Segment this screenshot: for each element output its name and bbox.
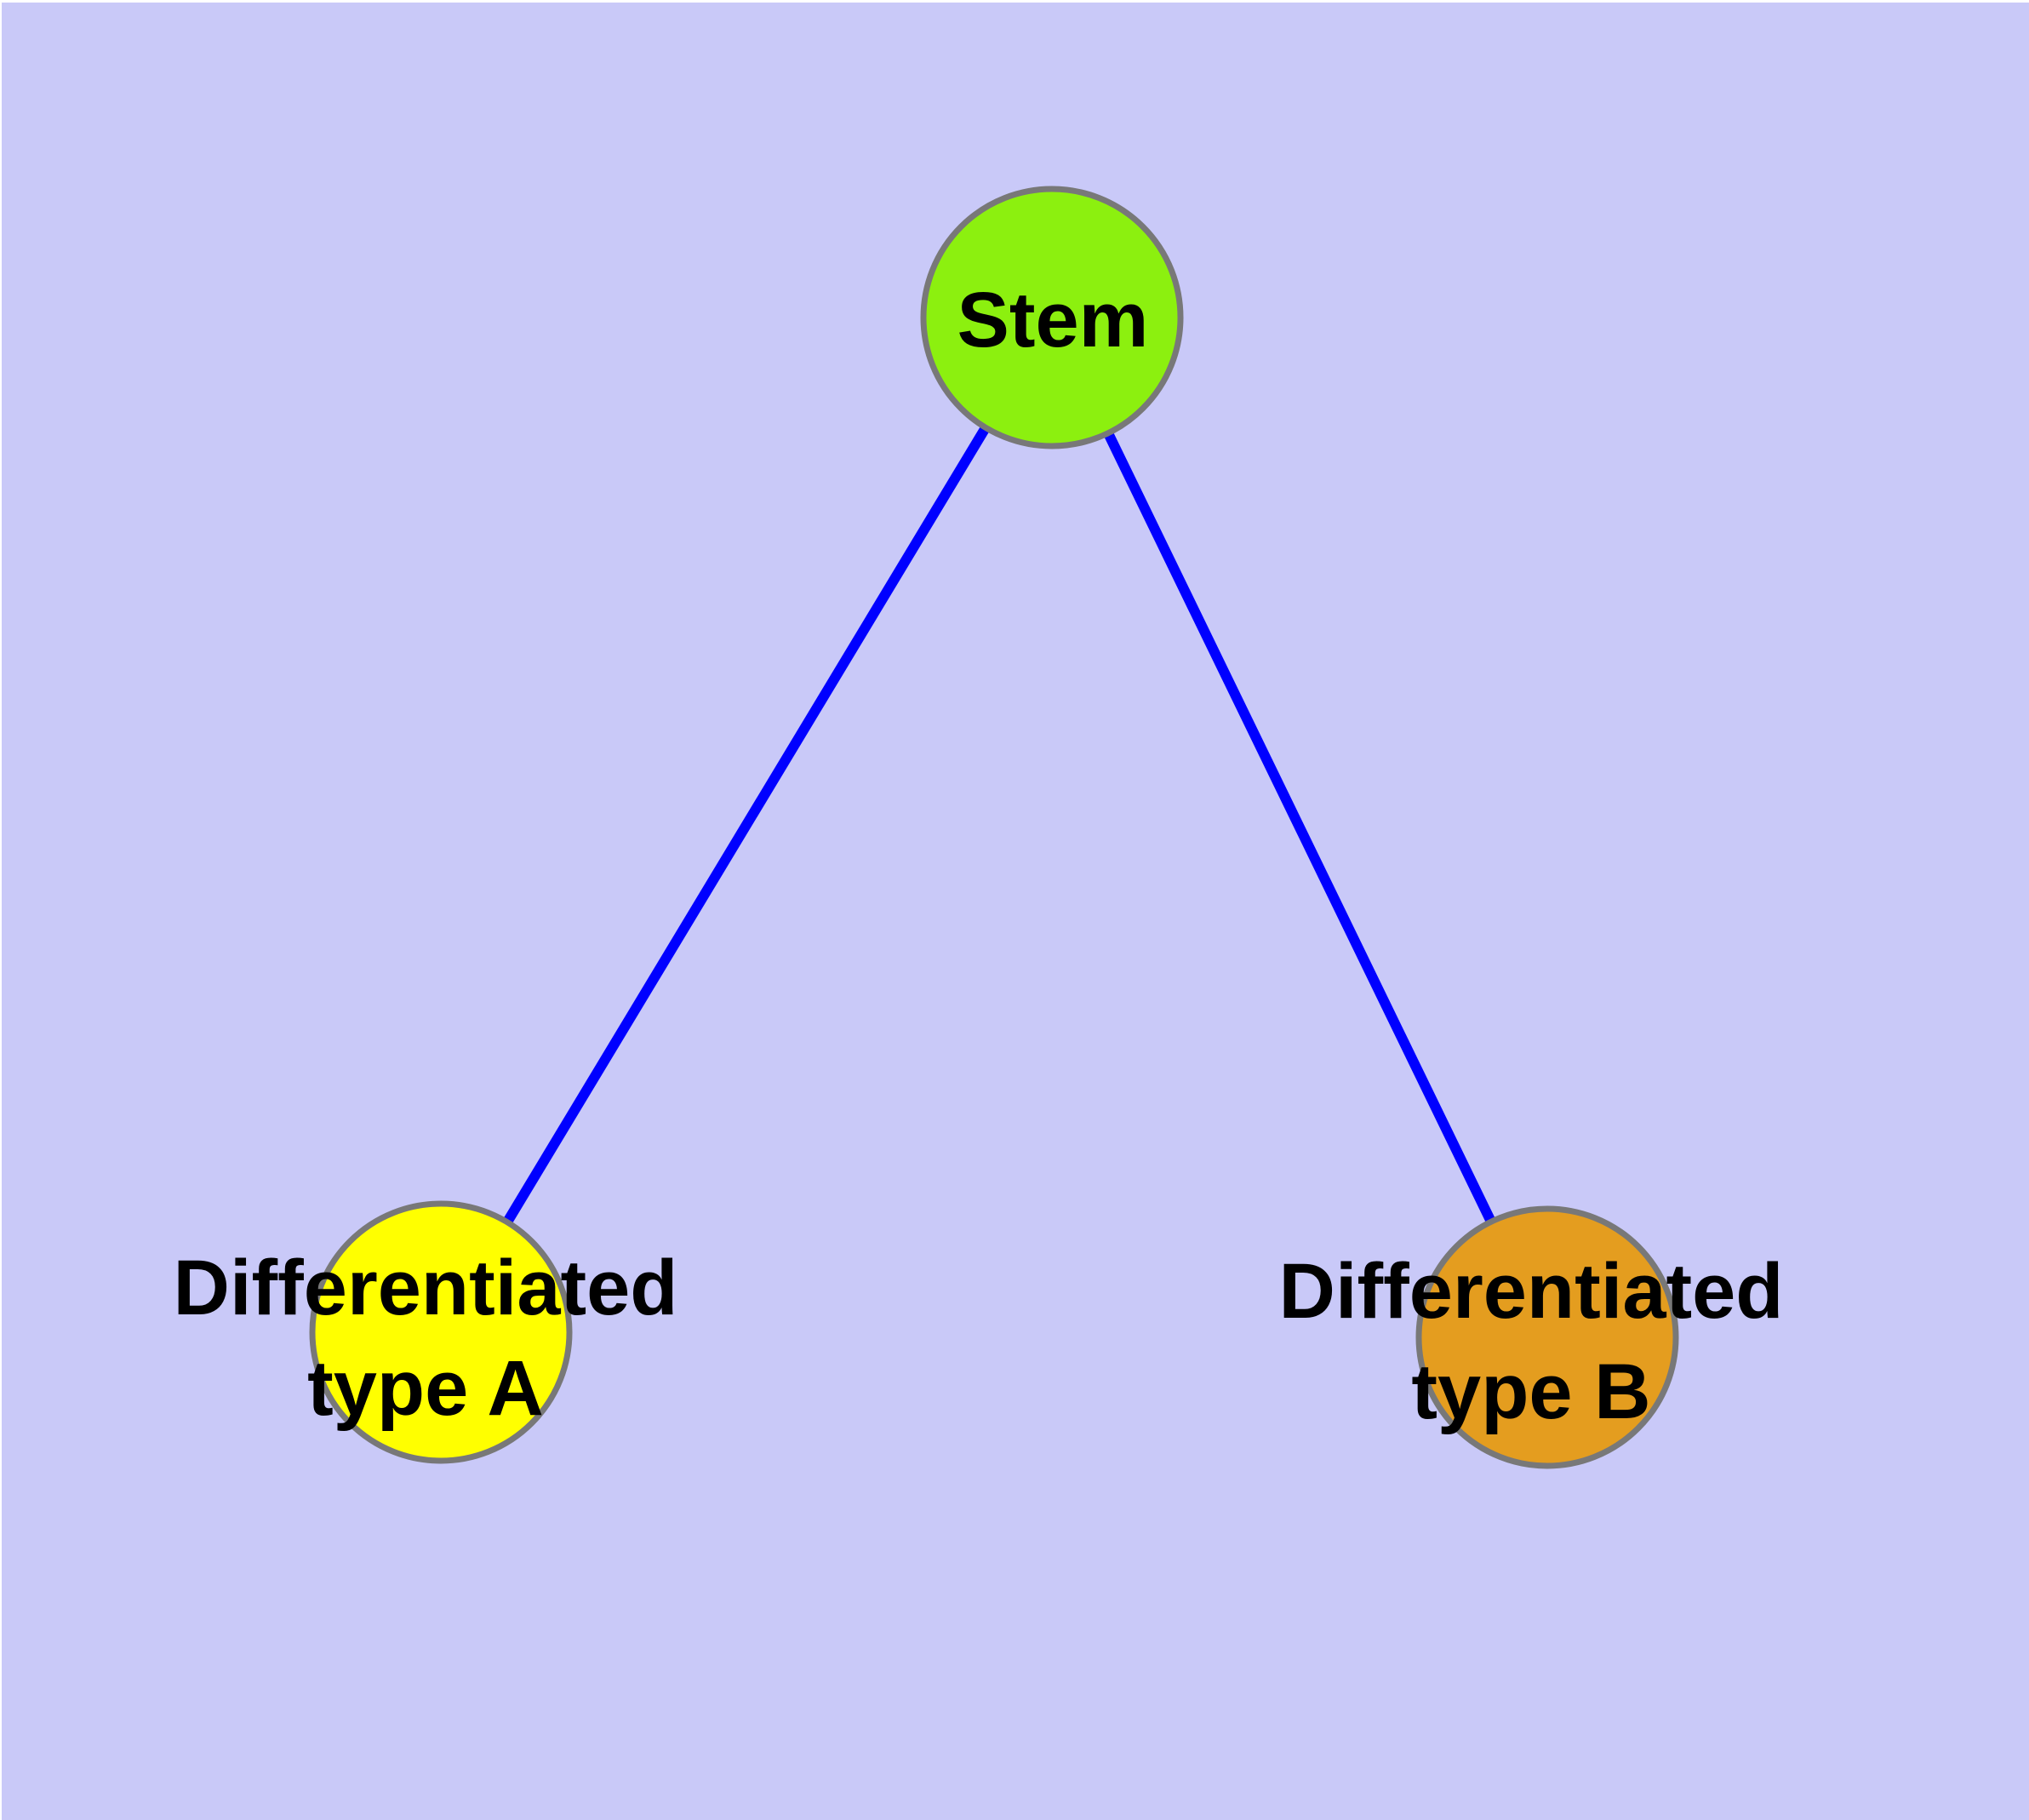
node-type-b-circle (1415, 1205, 1679, 1469)
node-stem-label: Stem (957, 277, 1149, 363)
node-stem-circle (920, 186, 1184, 449)
node-type-b-label: Differentiated type B (1278, 1248, 1784, 1435)
edge-stem-to-type-b (1047, 315, 1552, 1340)
node-type-a-circle (309, 1200, 573, 1464)
edge-stem-to-type-a (436, 314, 1057, 1336)
node-type-a-label: Differentiated type A (173, 1245, 678, 1432)
